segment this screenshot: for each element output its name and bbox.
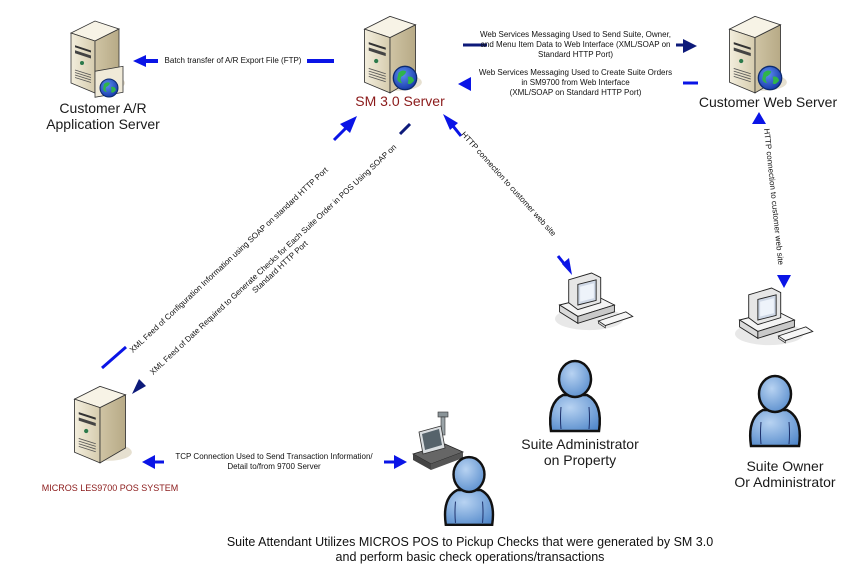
batch-ftp-label: Batch transfer of A/R Export File (FTP) xyxy=(164,56,302,65)
owner-computer-icon xyxy=(735,287,814,346)
arrow-ws-create xyxy=(458,77,698,91)
sm-server-label: SM 3.0 Server xyxy=(355,93,445,109)
ar-server-label: Customer A/R Application Server xyxy=(38,100,168,132)
ar-server-icon xyxy=(70,20,126,98)
web-server-icon xyxy=(728,15,788,94)
ws-send-label-line2: and Menu Item Data to Web Interface (XML… xyxy=(480,40,671,49)
arrow-http-admin xyxy=(443,114,572,275)
arrow-batch-ftp xyxy=(133,55,334,67)
pos-server-icon xyxy=(73,385,133,464)
ws-create-label-line2: in SM9700 from Web Interface xyxy=(521,78,630,87)
ws-send-label-line3: Standard HTTP Port) xyxy=(538,50,613,59)
ar-server-label-line1: Customer A/R xyxy=(59,100,147,116)
sm-server-icon xyxy=(363,15,423,94)
suite-owner-label: Suite Owner Or Administrator xyxy=(715,458,855,490)
suite-admin-label: Suite Administrator on Property xyxy=(510,436,650,468)
arrow-ws-send xyxy=(463,39,697,53)
suite-attendant-person-icon xyxy=(443,455,495,527)
arrow-http-owner xyxy=(752,112,791,288)
arrow-xml-checks xyxy=(132,122,412,394)
ws-send-label: Web Services Messaging Used to Send Suit… xyxy=(468,30,683,60)
admin-computer-icon xyxy=(555,272,634,331)
suite-attendant-caption-line1: Suite Attendant Utilizes MICROS POS to P… xyxy=(226,535,714,549)
ws-send-label-line1: Web Services Messaging Used to Send Suit… xyxy=(479,30,672,39)
ws-create-label: Web Services Messaging Used to Create Su… xyxy=(468,68,683,98)
tcp-label: TCP Connection Used to Send Transaction … xyxy=(162,452,386,472)
suite-owner-person-icon xyxy=(748,374,802,448)
suite-admin-person-icon xyxy=(548,359,602,433)
suite-owner-label-line1: Suite Owner xyxy=(746,458,824,474)
ar-server-label-line2: Application Server xyxy=(46,116,160,132)
suite-admin-label-line2: on Property xyxy=(543,452,617,468)
suite-attendant-caption: Suite Attendant Utilizes MICROS POS to P… xyxy=(180,535,760,565)
ws-create-label-line3: (XML/SOAP on Standard HTTP Port) xyxy=(509,88,642,97)
ws-create-label-line1: Web Services Messaging Used to Create Su… xyxy=(478,68,673,77)
pos-system-label: MICROS LES9700 POS SYSTEM xyxy=(41,483,179,493)
suite-attendant-caption-line2: and perform basic check operations/trans… xyxy=(335,550,605,564)
arrow-tcp xyxy=(142,455,407,469)
tcp-label-line1: TCP Connection Used to Send Transaction … xyxy=(175,452,373,461)
web-server-label: Customer Web Server xyxy=(698,94,838,110)
pos-terminal-icon xyxy=(412,411,464,470)
arrow-xml-config xyxy=(101,116,357,370)
suite-owner-label-line2: Or Administrator xyxy=(734,474,836,490)
tcp-label-line2: Detail to/from 9700 Server xyxy=(227,462,321,471)
suite-admin-label-line1: Suite Administrator xyxy=(521,436,639,452)
